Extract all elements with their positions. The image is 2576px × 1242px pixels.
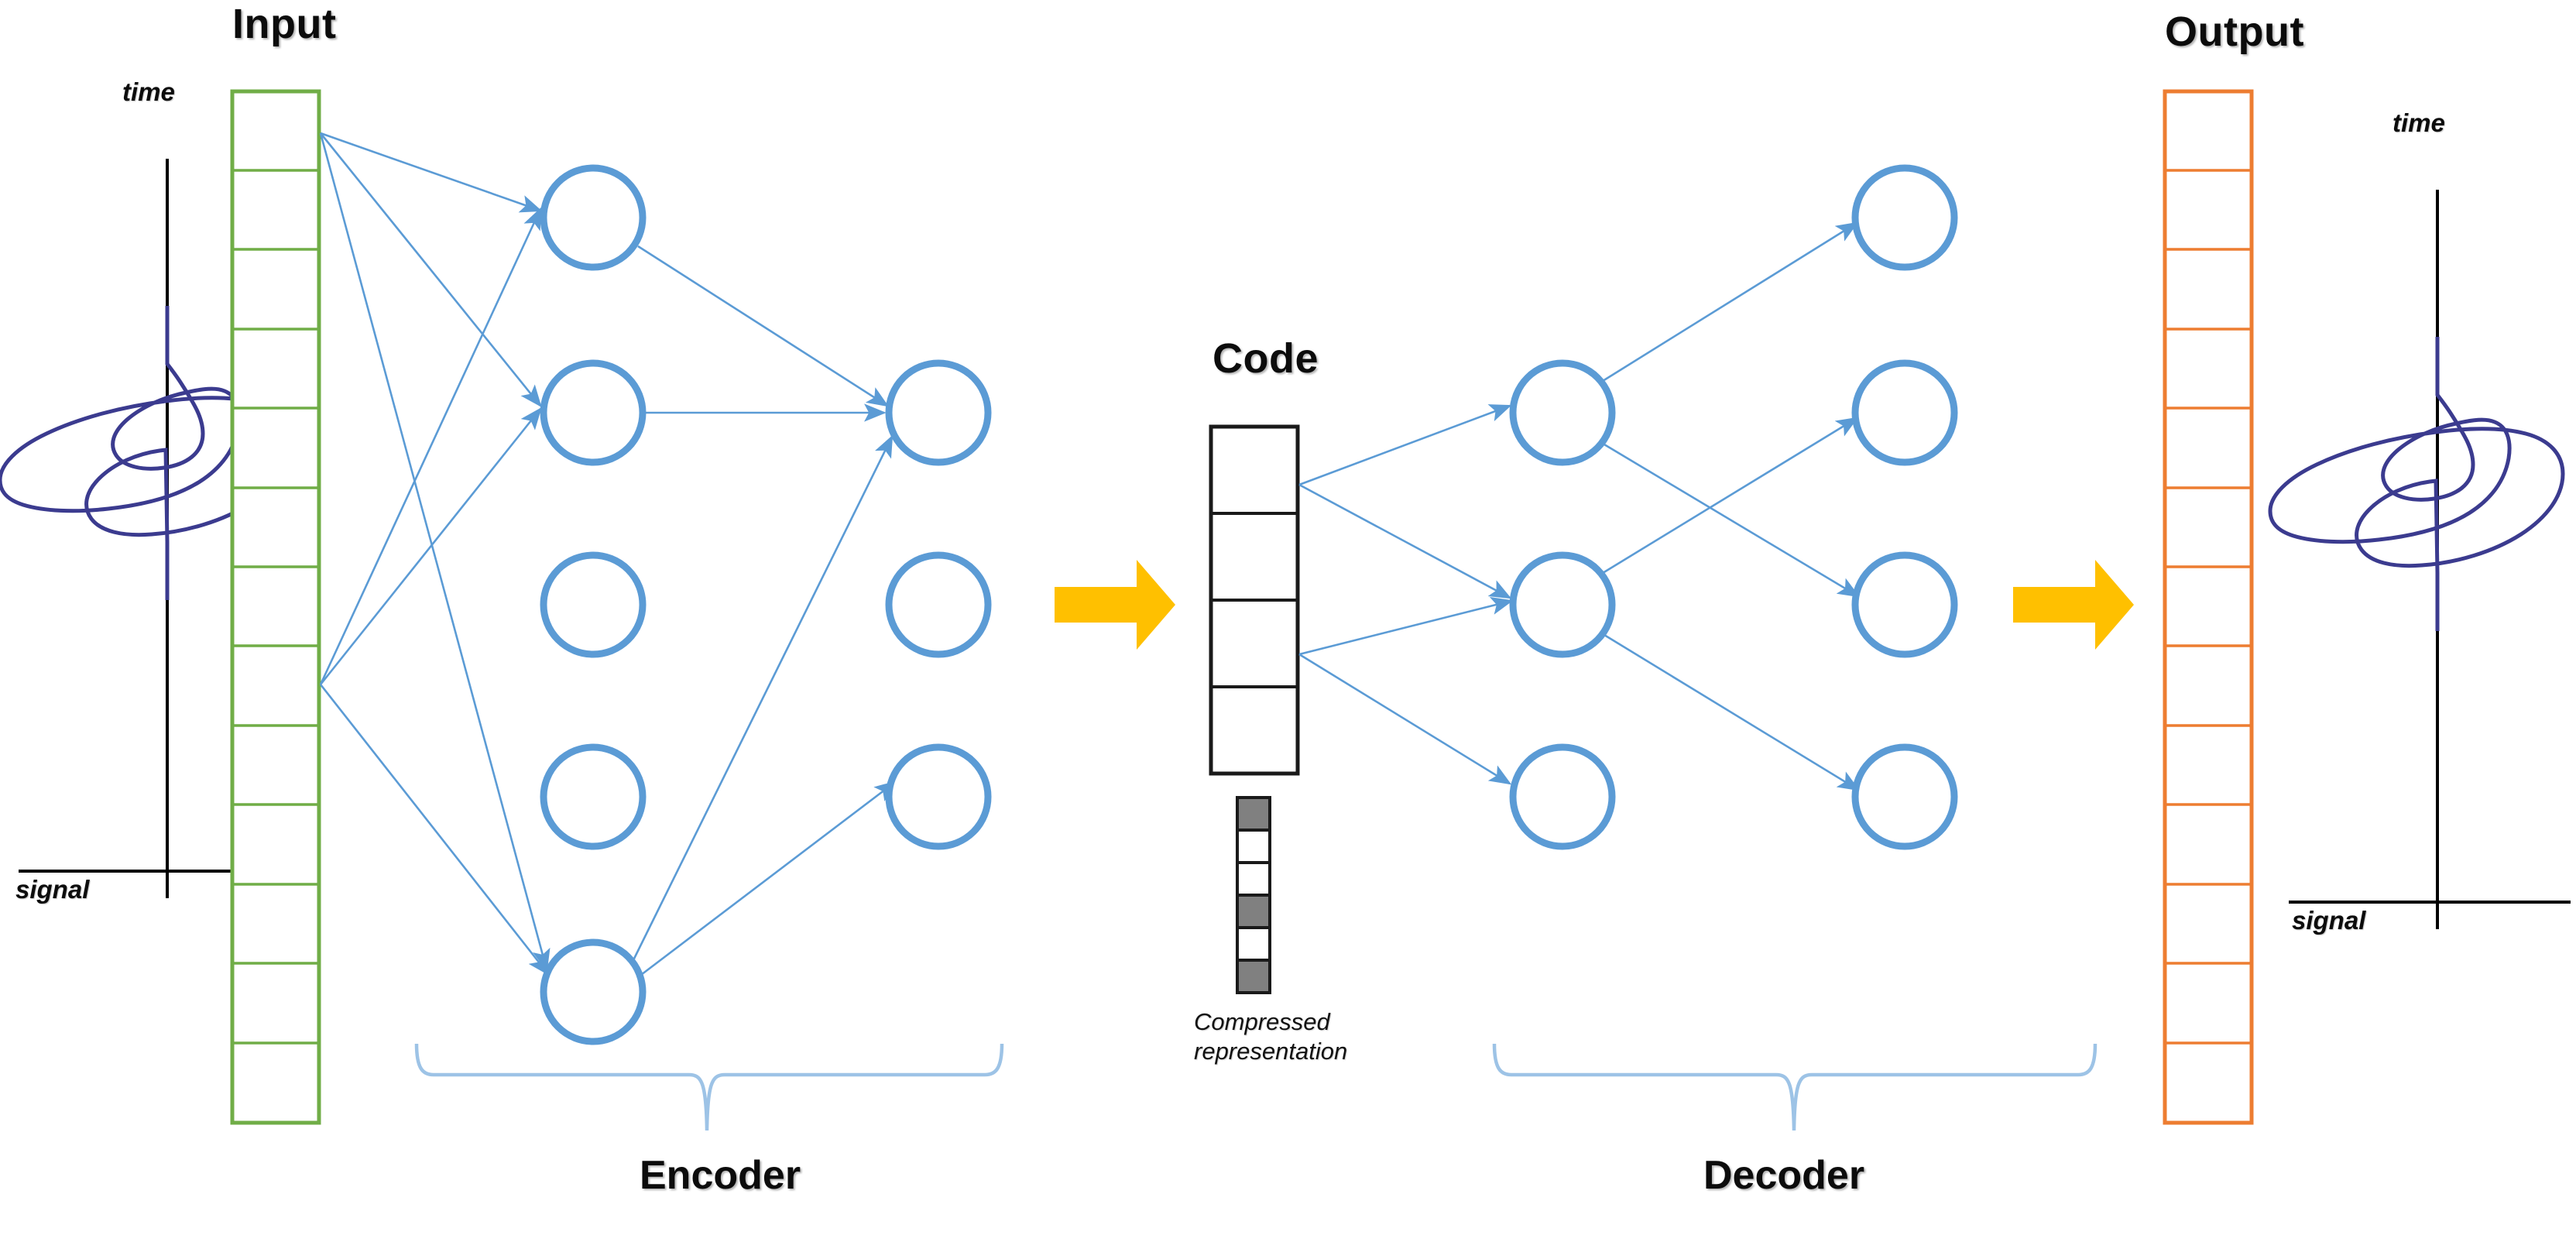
code-to-decoder-connections (1298, 404, 1514, 785)
output-flow-arrow (2013, 560, 2134, 650)
input-vector[interactable] (230, 89, 321, 1125)
compressed-representation-cells (1236, 796, 1271, 994)
output-title: Output (2165, 9, 2304, 55)
compressed-representation-label-line1: Compressed (1194, 1008, 1330, 1035)
input-waveform-path (0, 306, 295, 600)
code-title: Code (1213, 335, 1319, 382)
compressed-representation-label-line2: representation (1194, 1038, 1348, 1065)
neuron (885, 551, 992, 658)
signal-label-right: signal (2292, 906, 2366, 935)
neuron (540, 164, 647, 271)
neuron (885, 743, 992, 850)
neuron (540, 551, 647, 658)
time-label-left: time (122, 77, 175, 106)
output-vector[interactable] (2163, 89, 2254, 1125)
signal-label-left: signal (15, 875, 90, 904)
encoder-layer-2[interactable] (885, 359, 992, 850)
neuron (1509, 551, 1616, 658)
encoder-group-label: Encoder (640, 1153, 801, 1198)
neuron (1509, 359, 1616, 466)
neuron (1851, 743, 1958, 850)
input-to-encoder-connections (319, 132, 551, 976)
neuron (540, 743, 647, 850)
decoder-group-label: Decoder (1703, 1153, 1865, 1198)
decoder-layer-1[interactable] (1509, 359, 1616, 850)
neuron (1851, 164, 1958, 271)
encoder-brace (414, 1043, 1004, 1131)
decoder-brace (1492, 1043, 2098, 1131)
encoder-layer-1[interactable] (540, 164, 647, 1045)
neuron (540, 938, 647, 1045)
neuron (540, 359, 647, 466)
output-waveform-path (2268, 337, 2565, 631)
time-label-right: time (2392, 108, 2445, 137)
input-to-code-arrow (1055, 560, 1175, 650)
encoder-internal-connections (632, 245, 897, 979)
neuron (1509, 743, 1616, 850)
input-title: Input (232, 1, 337, 47)
neuron (1851, 359, 1958, 466)
output-signal-plot (2268, 190, 2571, 929)
decoder-layer-2[interactable] (1851, 164, 1958, 850)
neuron (885, 359, 992, 466)
decoder-internal-connections (1602, 221, 1861, 791)
neuron (1851, 551, 1958, 658)
code-vector[interactable] (1209, 424, 1300, 776)
